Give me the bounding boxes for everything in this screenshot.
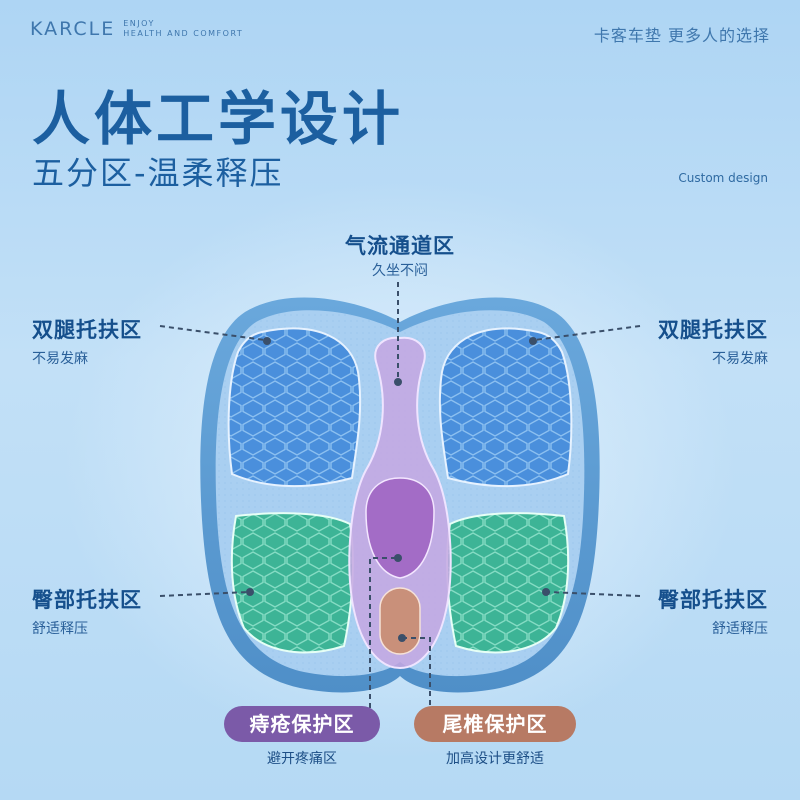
leader-lines <box>159 282 641 708</box>
leg-zone-right-callout: 双腿托扶区 不易发麻 <box>658 314 768 368</box>
leader-dots <box>246 337 550 642</box>
leg-zone-right-label: 双腿托扶区 <box>658 318 768 342</box>
page-title: 人体工学设计 <box>32 85 405 153</box>
hip-zone-left <box>230 512 354 654</box>
leg-zone-right <box>438 327 573 488</box>
leg-zone-left-callout: 双腿托扶区 不易发麻 <box>32 314 142 368</box>
leg-zone-left <box>227 327 362 488</box>
logo-text: KARCLE <box>30 18 116 40</box>
logo-tagline-top: ENJOY <box>123 19 155 28</box>
hip-zone-right-desc: 舒适释压 <box>712 621 768 637</box>
logo-tagline: ENJOY HEALTH AND COMFORT <box>123 19 243 39</box>
leg-zone-right-desc: 不易发麻 <box>712 351 768 367</box>
leg-zone-left-desc: 不易发麻 <box>32 351 88 367</box>
brand-logo: KARCLE ENJOY HEALTH AND COMFORT <box>30 18 243 40</box>
airflow-zone-desc: 久坐不闷 <box>372 263 428 279</box>
hip-zone-left-callout: 臀部托扶区 舒适释压 <box>32 584 142 638</box>
hemorrhoid-zone-desc: 避开疼痛区 <box>267 751 337 767</box>
page-subtitle: 五分区-温柔释压 <box>32 154 284 192</box>
hemorrhoid-zone-label: 痔疮保护区 <box>224 706 380 742</box>
logo-tagline-bottom: HEALTH AND COMFORT <box>123 29 244 38</box>
english-caption: Custom design <box>678 171 768 185</box>
brand-slogan: 卡客车垫 更多人的选择 <box>593 26 770 45</box>
airflow-zone-label: 气流通道区 <box>345 234 455 258</box>
tailbone-zone-callout: 尾椎保护区 加高设计更舒适 <box>414 706 576 768</box>
hip-zone-right-label: 臀部托扶区 <box>658 588 768 612</box>
hip-zone-right-callout: 臀部托扶区 舒适释压 <box>658 584 768 638</box>
hemorrhoid-zone <box>366 478 434 578</box>
tailbone-zone-label: 尾椎保护区 <box>414 706 576 742</box>
leg-zone-left-label: 双腿托扶区 <box>32 318 142 342</box>
hip-zone-left-desc: 舒适释压 <box>32 621 88 637</box>
hemorrhoid-zone-callout: 痔疮保护区 避开疼痛区 <box>224 706 380 768</box>
airflow-zone-callout: 气流通道区 久坐不闷 <box>0 230 800 280</box>
hip-zone-left-label: 臀部托扶区 <box>32 588 142 612</box>
hip-zone-right <box>446 512 570 654</box>
tailbone-zone-desc: 加高设计更舒适 <box>446 751 544 767</box>
tailbone-zone <box>380 588 420 654</box>
